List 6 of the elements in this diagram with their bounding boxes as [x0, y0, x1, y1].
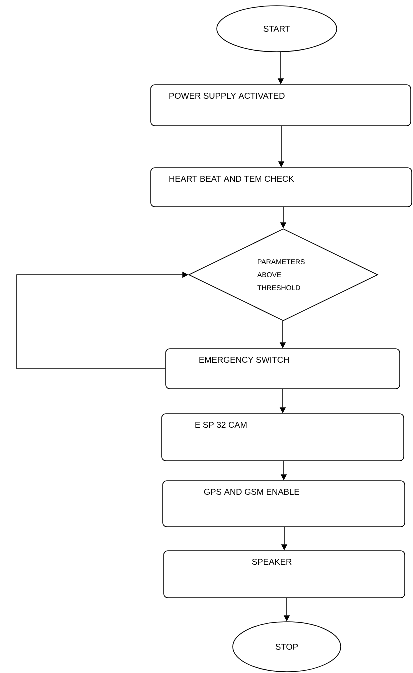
process-box: EMERGENCY SWITCH: [166, 348, 400, 390]
process-box: POWER SUPPLY ACTIVATED: [150, 84, 412, 126]
process-box: SPEAKER: [164, 550, 406, 598]
process-box: E SP 32 CAM: [162, 414, 404, 462]
process-box: GPS AND GSM ENABLE: [162, 480, 406, 528]
process-box: HEART BEAT AND TEM CHECK: [150, 168, 412, 208]
